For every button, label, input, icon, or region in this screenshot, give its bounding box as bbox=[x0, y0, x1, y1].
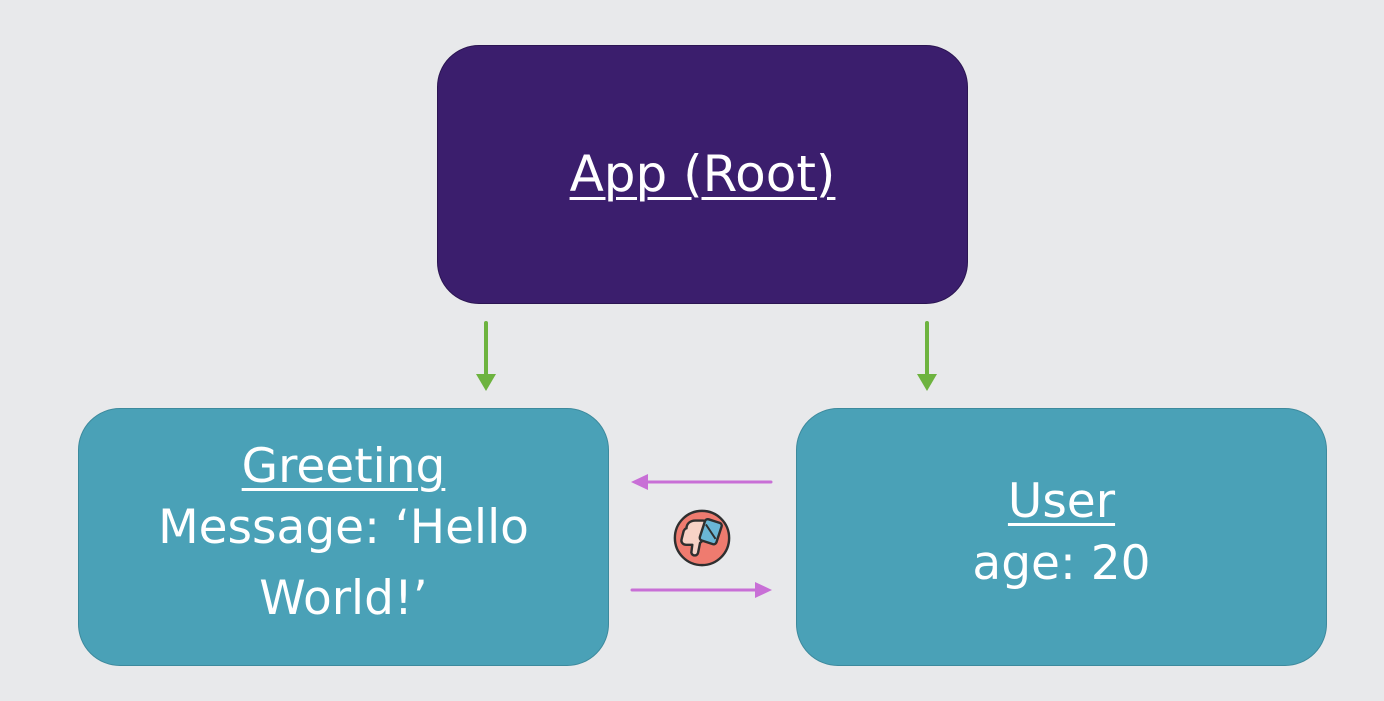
down-arrow-right bbox=[917, 321, 937, 391]
greeting-title: Greeting bbox=[241, 438, 446, 494]
user-title: User bbox=[1007, 473, 1116, 529]
user-age-line: age: 20 bbox=[972, 535, 1151, 591]
right-arrow-between-children bbox=[630, 582, 772, 598]
thumbs-down-badge-icon bbox=[673, 509, 731, 567]
left-arrow-between-children bbox=[631, 474, 773, 490]
down-arrow-left bbox=[476, 321, 496, 391]
greeting-message-line-2: World!’ bbox=[259, 570, 428, 626]
app-root-node: App (Root) bbox=[437, 45, 968, 304]
greeting-node: Greeting Message: ‘Hello World!’ bbox=[78, 408, 609, 666]
app-root-title: App (Root) bbox=[569, 145, 836, 203]
greeting-message-line-1: Message: ‘Hello bbox=[158, 500, 529, 556]
user-node: User age: 20 bbox=[796, 408, 1327, 666]
